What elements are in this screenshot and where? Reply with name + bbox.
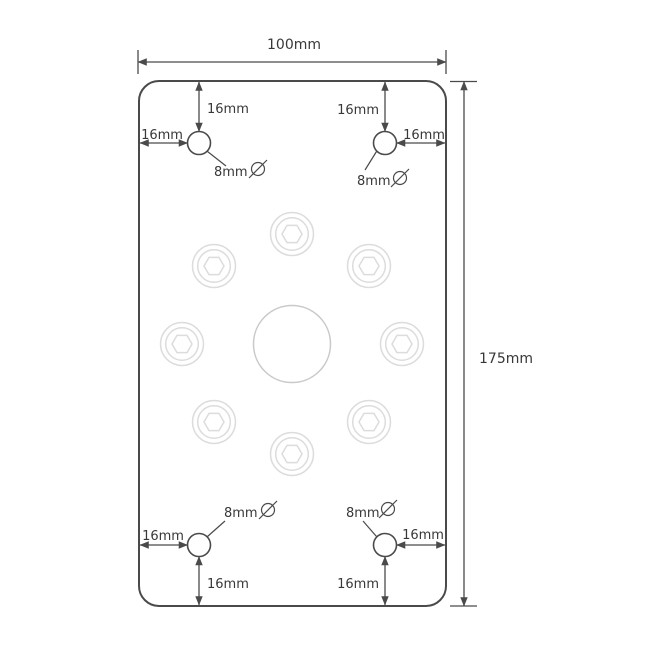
- dim-overall-width: 100mm: [137, 37, 447, 74]
- hole-diameter-label: 8mm: [346, 506, 380, 521]
- dim-top-right-hole: 16mm 16mm 8mm: [337, 81, 446, 189]
- diameter-symbol-icon: [248, 159, 268, 179]
- leader-line: [207, 151, 227, 167]
- offset-label: 16mm: [142, 529, 184, 544]
- dim-top-left-hole: 16mm 16mm 8mm: [139, 81, 268, 180]
- dim-bottom-right-hole: 16mm 16mm 8mm: [337, 499, 446, 606]
- offset-label: 16mm: [337, 577, 379, 592]
- diameter-symbol-icon: [378, 499, 398, 519]
- center-pilot-hole: [252, 304, 332, 384]
- leader-line: [364, 151, 378, 171]
- leader-line: [207, 520, 226, 537]
- hole-diameter-label: 8mm: [224, 506, 258, 521]
- offset-label: 16mm: [337, 103, 379, 118]
- corner-hole-top-right: [372, 130, 398, 156]
- overall-width-label: 100mm: [267, 37, 321, 53]
- dim-bottom-left-hole: 16mm 16mm 8mm: [139, 500, 278, 606]
- overall-height-label: 175mm: [479, 351, 533, 367]
- diameter-symbol-icon: [390, 168, 410, 188]
- corner-hole-bottom-right: [372, 532, 398, 558]
- offset-label: 16mm: [207, 102, 249, 117]
- offset-label: 16mm: [141, 128, 183, 143]
- offset-label: 16mm: [403, 128, 445, 143]
- offset-label: 16mm: [402, 528, 444, 543]
- leader-line: [362, 520, 377, 537]
- dim-overall-height: 175mm: [450, 80, 533, 607]
- offset-label: 16mm: [207, 577, 249, 592]
- plate-outline: [138, 80, 447, 607]
- hole-diameter-label: 8mm: [214, 165, 248, 180]
- diameter-symbol-icon: [258, 500, 278, 520]
- corner-hole-top-left: [186, 130, 212, 156]
- corner-hole-bottom-left: [186, 532, 212, 558]
- hole-diameter-label: 8mm: [357, 174, 391, 189]
- bolt-circle-pattern: [159, 211, 425, 477]
